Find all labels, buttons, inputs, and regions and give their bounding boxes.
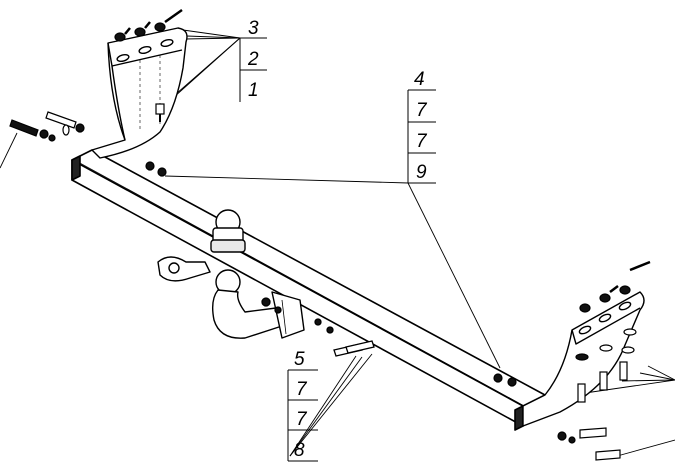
left-top-fasteners (114, 8, 183, 122)
callout-label: 4 (414, 69, 425, 90)
callout-bottom-center (287, 369, 318, 462)
left-mounting-bracket (91, 27, 188, 159)
callout-label: 3 (248, 18, 259, 39)
callout-label: 7 (296, 409, 308, 430)
right-top-fasteners (579, 260, 651, 313)
callout-label: 7 (296, 379, 308, 400)
leader-lines (0, 29, 675, 459)
callout-label: 7 (416, 131, 428, 152)
callout-top-left (239, 37, 267, 102)
cross-beam (71, 149, 546, 431)
right-side-bolts (493, 328, 637, 461)
callout-label: 5 (294, 349, 305, 370)
callout-label: 2 (247, 49, 259, 70)
callout-label: 7 (416, 100, 428, 121)
callout-label: 8 (294, 440, 305, 461)
center-bolts (261, 297, 375, 357)
callout-label: 9 (416, 162, 427, 183)
callout-middle-right (407, 89, 436, 184)
callout-label: 1 (248, 80, 259, 101)
left-side-bolts (9, 111, 167, 177)
tow-ball-assembly (157, 209, 305, 339)
